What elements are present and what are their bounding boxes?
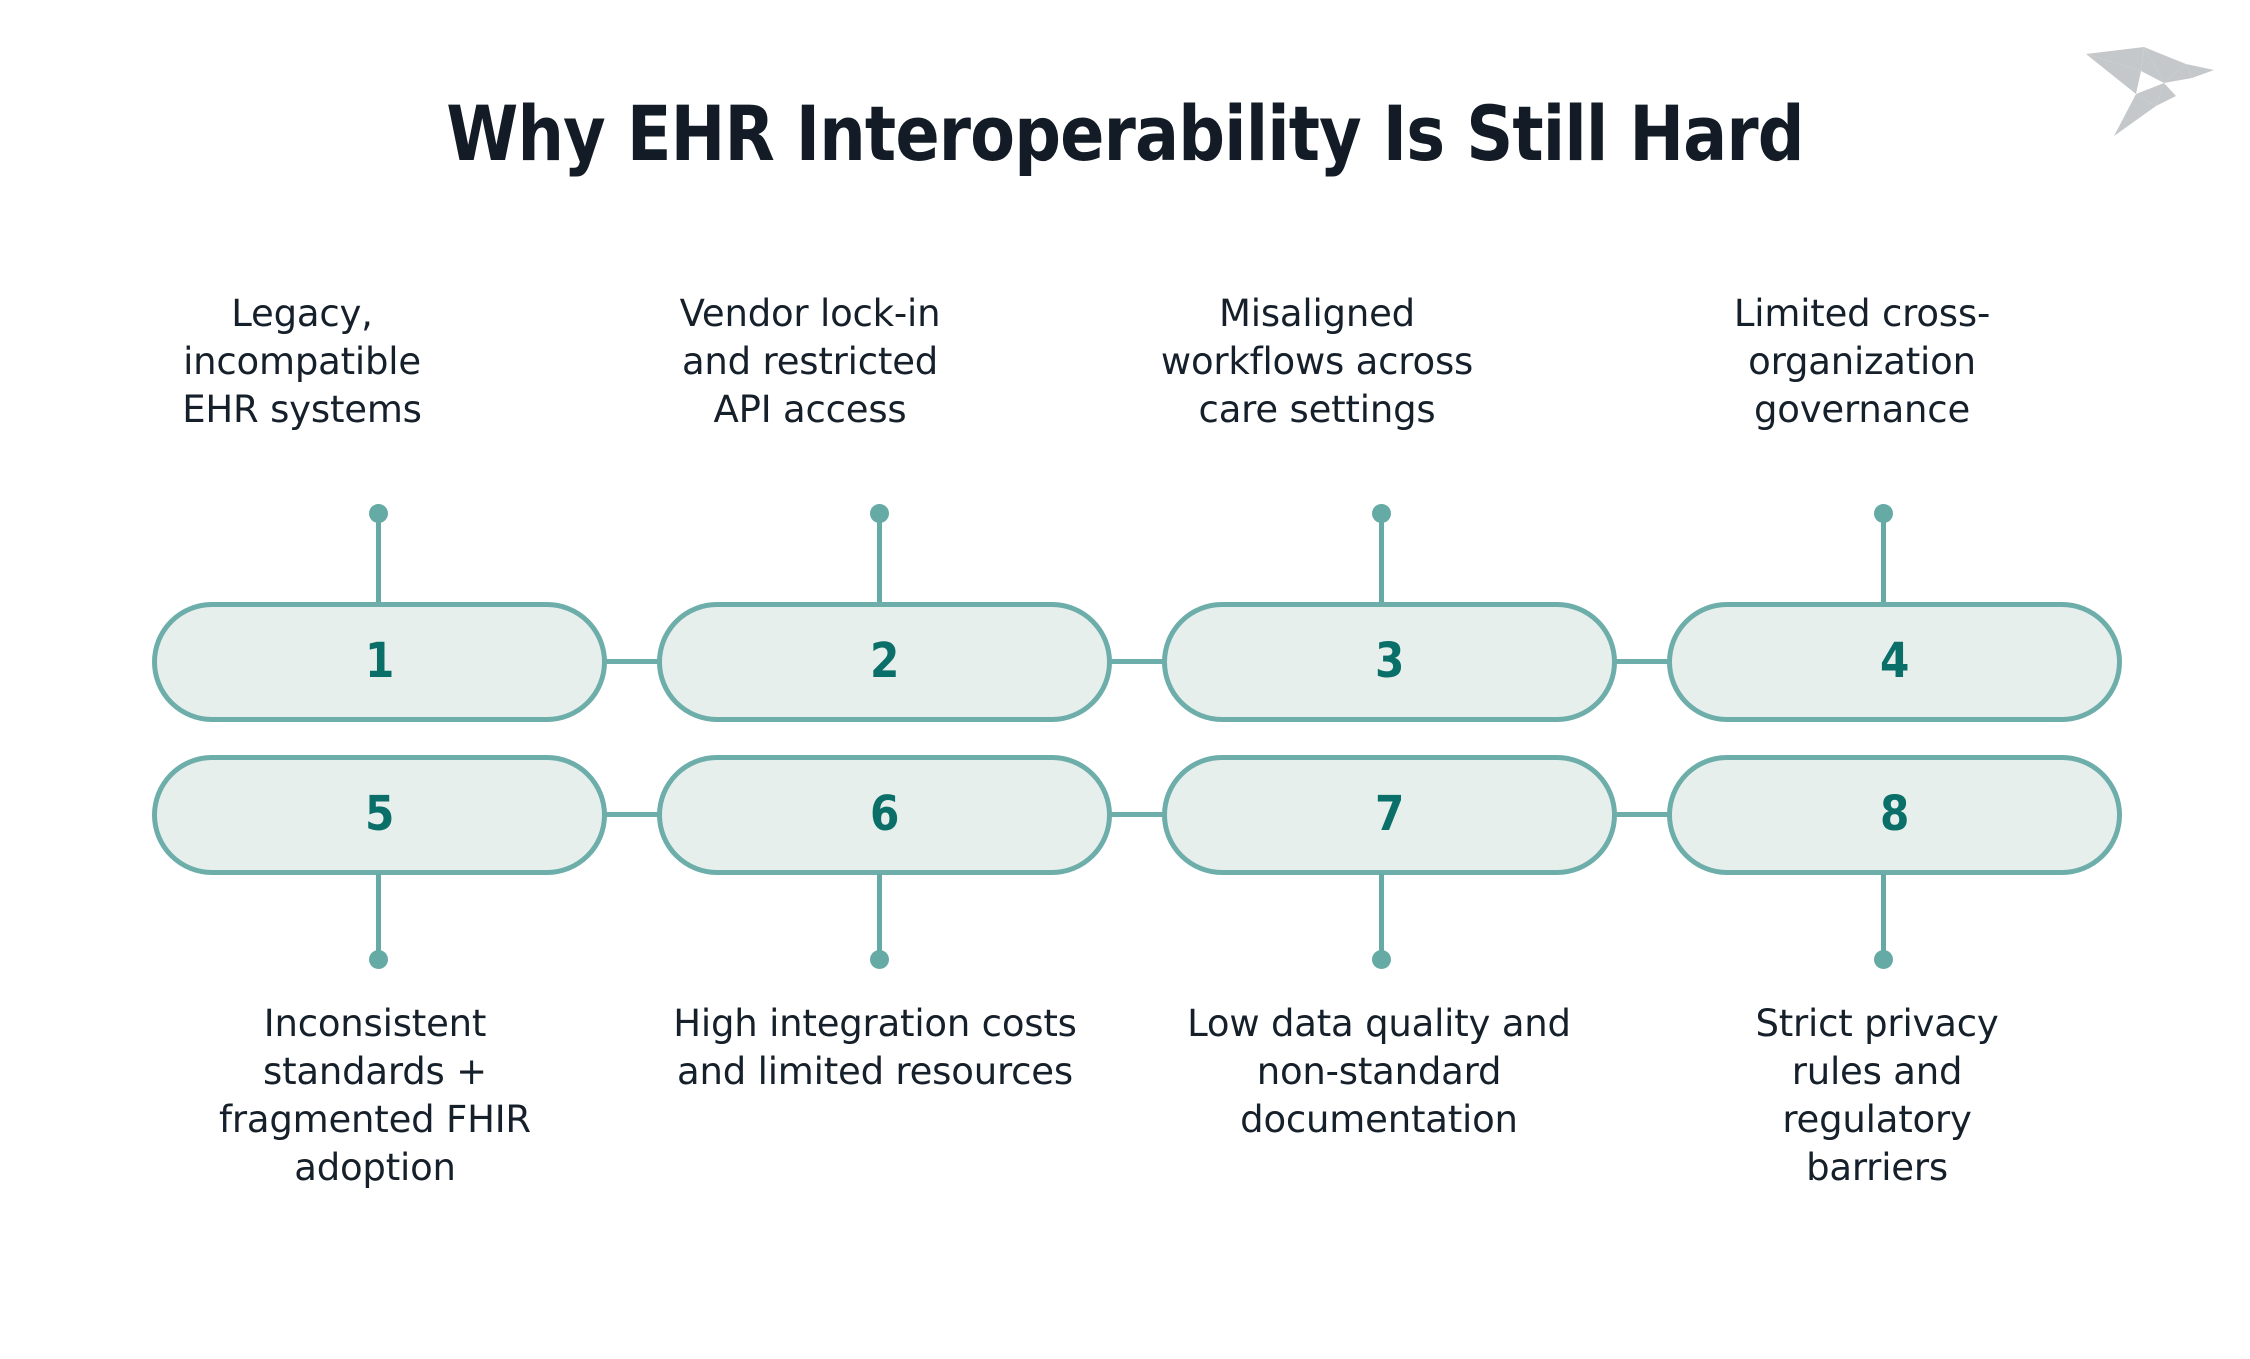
connector-line-5	[376, 874, 381, 956]
label-above-1: Legacy, incompatible EHR systems	[182, 292, 422, 432]
connector-line-4	[1881, 513, 1886, 603]
pill-connector-1-2	[605, 659, 660, 664]
connector-line-2	[877, 513, 882, 603]
pill-number-2: 2	[869, 633, 900, 689]
pill-connector-7-8	[1615, 812, 1670, 817]
pill-3[interactable]: 3	[1162, 602, 1617, 722]
connector-line-8	[1881, 874, 1886, 956]
pill-8[interactable]: 8	[1667, 755, 2122, 875]
label-below-5: Inconsistent standards + fragmented FHIR…	[219, 1002, 531, 1190]
origami-bird-logo	[2082, 26, 2222, 142]
label-below-6: High integration costs and limited resou…	[673, 1002, 1077, 1094]
pill-number-1: 1	[364, 633, 395, 689]
connector-line-1	[376, 513, 381, 603]
pill-connector-5-6	[605, 812, 660, 817]
connector-line-3	[1379, 513, 1384, 603]
label-below-8: Strict privacy rules and regulatory barr…	[1755, 1002, 1999, 1190]
pill-connector-3-4	[1615, 659, 1670, 664]
pill-number-5: 5	[364, 786, 395, 842]
pill-1[interactable]: 1	[152, 602, 607, 722]
connector-line-6	[877, 874, 882, 956]
pill-number-7: 7	[1374, 786, 1405, 842]
label-above-2: Vendor lock-in and restricted API access	[679, 292, 941, 432]
page-title: Why EHR Interoperability Is Still Hard	[446, 89, 1804, 178]
pill-2[interactable]: 2	[657, 602, 1112, 722]
pill-4[interactable]: 4	[1667, 602, 2122, 722]
connector-dot-7	[1372, 950, 1391, 969]
pill-number-4: 4	[1879, 633, 1910, 689]
pill-number-6: 6	[869, 786, 900, 842]
pill-6[interactable]: 6	[657, 755, 1112, 875]
connector-dot-5	[369, 950, 388, 969]
pill-number-3: 3	[1374, 633, 1405, 689]
pill-connector-2-3	[1110, 659, 1165, 664]
pill-number-8: 8	[1879, 786, 1910, 842]
connector-dot-8	[1874, 950, 1893, 969]
pill-5[interactable]: 5	[152, 755, 607, 875]
label-above-4: Limited cross-organization governance	[1733, 292, 1991, 432]
connector-line-7	[1379, 874, 1384, 956]
label-below-7: Low data quality and non-standard docume…	[1187, 1002, 1571, 1142]
pill-7[interactable]: 7	[1162, 755, 1617, 875]
pill-connector-6-7	[1110, 812, 1165, 817]
connector-dot-6	[870, 950, 889, 969]
label-above-3: Misaligned workflows across care setting…	[1160, 292, 1474, 432]
